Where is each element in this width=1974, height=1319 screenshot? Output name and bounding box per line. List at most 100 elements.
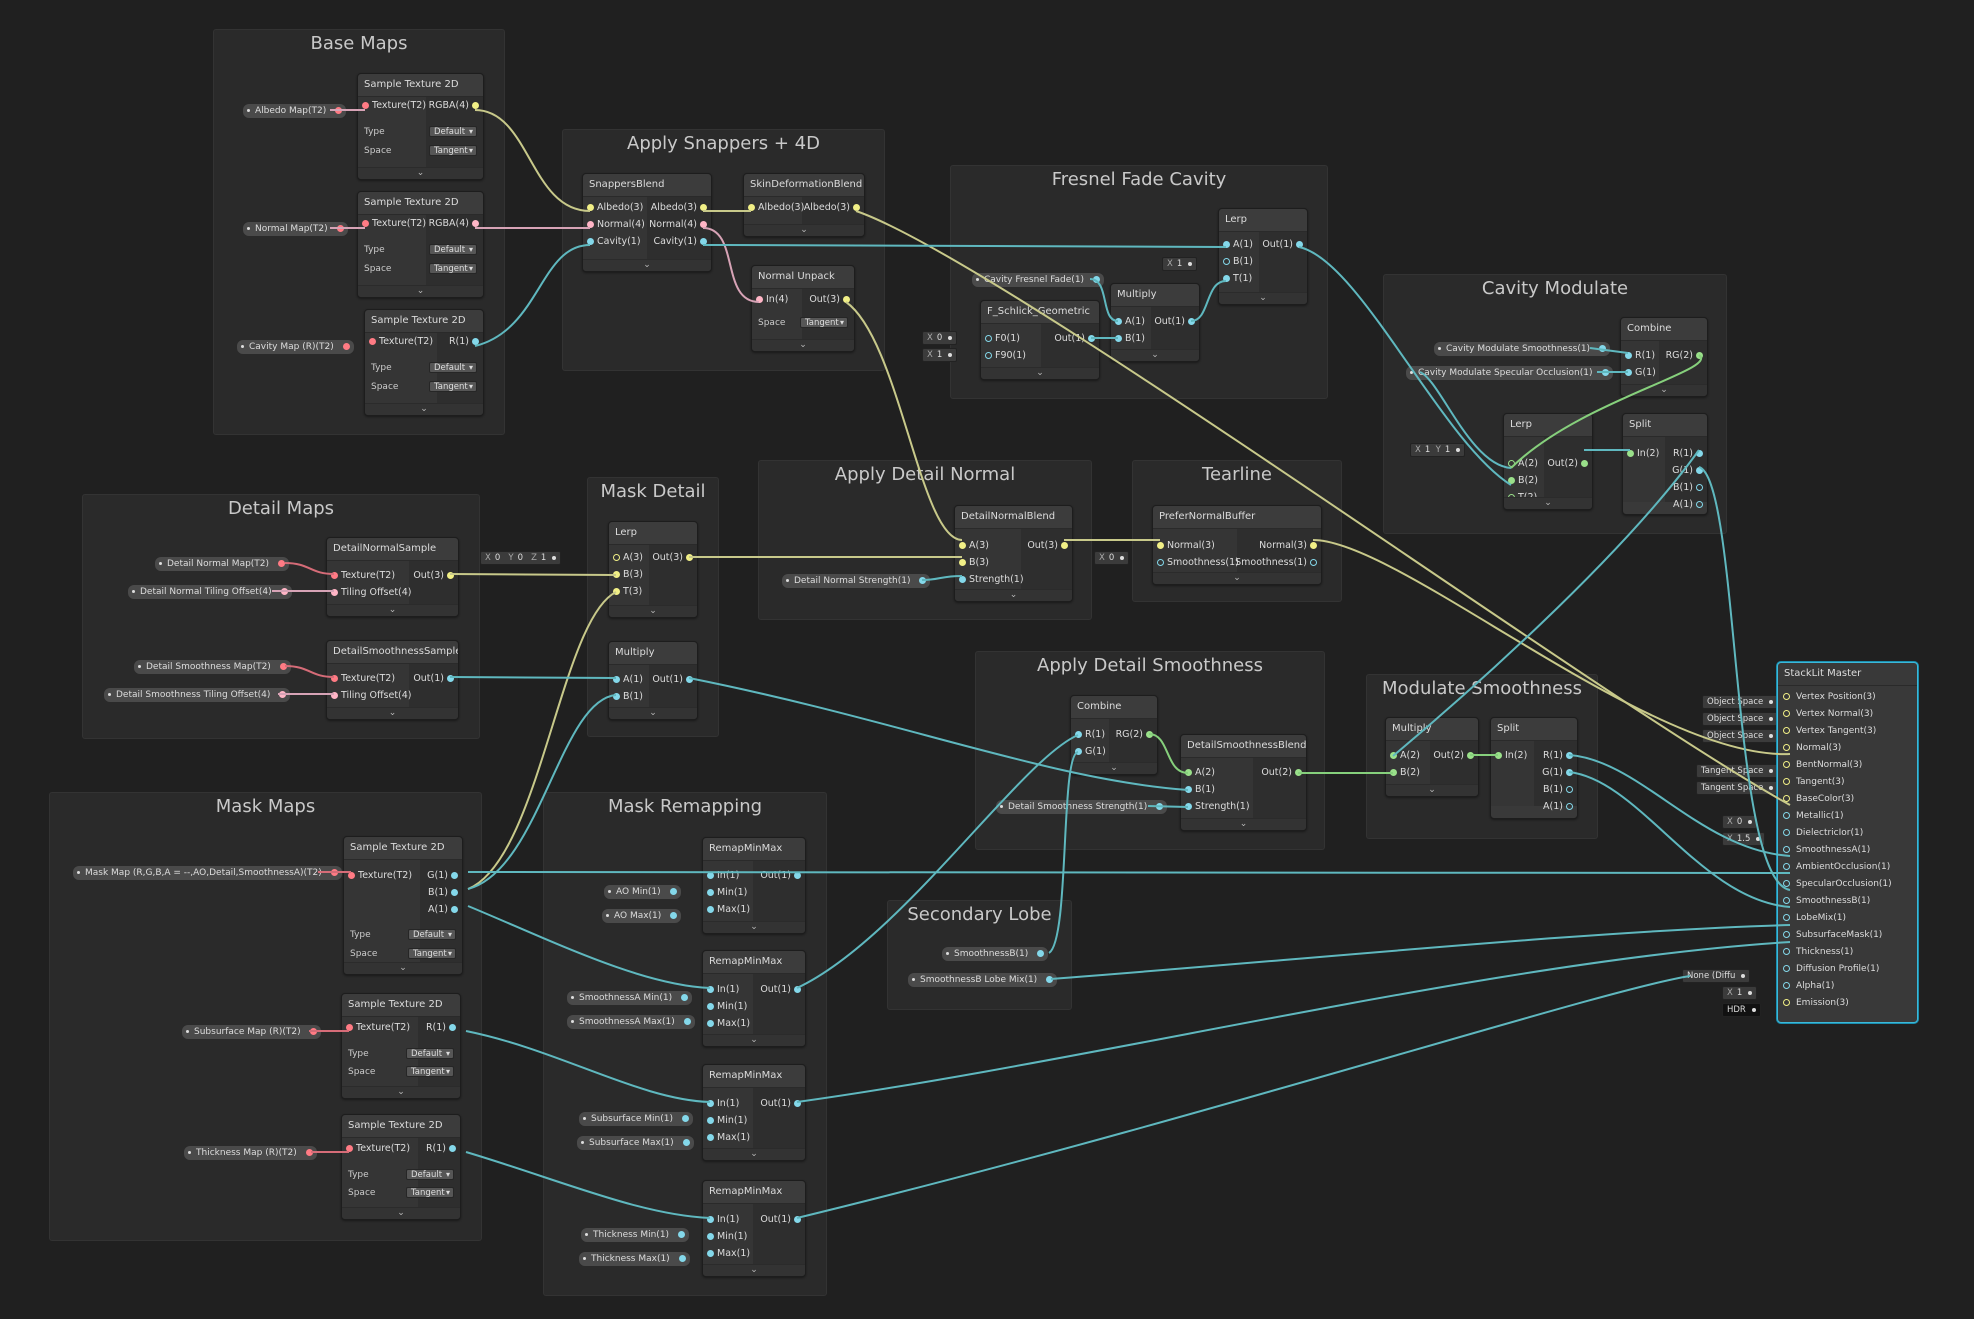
- port-out[interactable]: Out(1): [1154, 315, 1199, 329]
- collapse-chevron-icon[interactable]: ⌄: [583, 259, 711, 271]
- port-texture-in[interactable]: Texture(T2): [342, 1142, 410, 1156]
- port-max-in[interactable]: Max(1): [703, 903, 750, 917]
- master-port-diffusion-profile-1[interactable]: Diffusion Profile(1): [1778, 962, 1879, 976]
- port-texture-in[interactable]: Texture(T2): [358, 99, 426, 113]
- collapse-chevron-icon[interactable]: ⌄: [703, 1148, 805, 1160]
- port-out[interactable]: Out(1): [760, 869, 805, 883]
- port-a-out[interactable]: A(1): [1543, 800, 1577, 814]
- collapse-chevron-icon[interactable]: ⌄: [609, 605, 697, 617]
- detail-smoothness-tiling-property[interactable]: Detail Smoothness Tiling Offset(4): [103, 687, 292, 703]
- port-r-out[interactable]: R(1): [1543, 749, 1577, 763]
- remap-smoothness-a-node[interactable]: RemapMinMax In(1) Min(1) Max(1) Out(1) ⌄: [702, 950, 806, 1047]
- remap-thickness-node[interactable]: RemapMinMax In(1) Min(1) Max(1) Out(1) ⌄: [702, 1180, 806, 1277]
- port-albedo-in[interactable]: Albedo(3): [744, 201, 804, 215]
- space-dropdown[interactable]: Tangent: [429, 145, 477, 156]
- port-t-in[interactable]: T(3): [609, 585, 642, 599]
- port-b-in[interactable]: B(2): [1386, 766, 1420, 780]
- port-b-in[interactable]: B(3): [609, 568, 643, 582]
- port-r-out[interactable]: R(1): [1673, 447, 1707, 461]
- port-albedo-out[interactable]: Albedo(3): [804, 201, 864, 215]
- collapse-chevron-icon[interactable]: ⌄: [1504, 497, 1592, 509]
- collapse-chevron-icon[interactable]: ⌄: [1153, 572, 1321, 584]
- port-in[interactable]: In(1): [703, 1213, 739, 1227]
- collapse-chevron-icon[interactable]: ⌄: [703, 1264, 805, 1276]
- master-port-alpha-1[interactable]: Alpha(1): [1778, 979, 1834, 993]
- port-normal-out[interactable]: Normal(3): [1259, 539, 1321, 553]
- port-cavity-in[interactable]: Cavity(1): [583, 235, 641, 249]
- port-texture-in[interactable]: Texture(T2): [365, 335, 433, 349]
- thickness-max-property[interactable]: Thickness Max(1): [578, 1251, 691, 1267]
- subsurface-min-property[interactable]: Subsurface Min(1): [578, 1111, 694, 1127]
- split-cavity-node[interactable]: Split In(2) R(1) G(1) B(1) A(1): [1622, 413, 1708, 515]
- type-dropdown[interactable]: Default: [406, 1169, 454, 1180]
- port-b-out[interactable]: B(1): [1673, 481, 1707, 495]
- master-port-bentnormal-3[interactable]: BentNormal(3): [1778, 758, 1862, 772]
- sample-texture-albedo-node[interactable]: Sample Texture 2D Texture(T2) RGBA(4) Ty…: [357, 73, 484, 180]
- port-normal-out[interactable]: Normal(4): [649, 218, 711, 232]
- port-normal-in[interactable]: Normal(3): [1153, 539, 1215, 553]
- port-out[interactable]: Out(3): [1027, 539, 1072, 553]
- collapse-chevron-icon[interactable]: ⌄: [327, 707, 458, 719]
- port-normal-in[interactable]: Normal(4): [583, 218, 645, 232]
- port-g-out[interactable]: G(1): [427, 869, 462, 883]
- albedo-map-property[interactable]: Albedo Map(T2): [242, 103, 348, 119]
- master-port-vertex-normal-3[interactable]: Vertex Normal(3): [1778, 707, 1873, 721]
- space-dropdown[interactable]: Tangent: [429, 263, 477, 274]
- port-r-in[interactable]: R(1): [1621, 349, 1655, 363]
- port-a-in[interactable]: A(3): [609, 551, 643, 565]
- thickness-min-property[interactable]: Thickness Min(1): [580, 1227, 691, 1243]
- bent-normal-space-field[interactable]: Tangent Space: [1696, 764, 1779, 778]
- vertex-tangent-space-field[interactable]: Object Space: [1702, 729, 1779, 743]
- port-a-in[interactable]: A(1): [609, 673, 643, 687]
- port-out[interactable]: Out(1): [760, 983, 805, 997]
- vertex-normal-space-field[interactable]: Object Space: [1702, 712, 1779, 726]
- type-dropdown[interactable]: Default: [429, 126, 477, 137]
- port-rgba-out[interactable]: RGBA(4): [429, 99, 483, 113]
- port-g-in[interactable]: G(1): [1071, 745, 1106, 759]
- port-in[interactable]: In(1): [703, 1097, 739, 1111]
- cavity-modulate-specular-occlusion-property[interactable]: Cavity Modulate Specular Occlusion(1): [1405, 365, 1614, 381]
- port-smoothness-out[interactable]: Smoothness(1): [1235, 556, 1321, 570]
- port-max-in[interactable]: Max(1): [703, 1247, 750, 1261]
- remap-subsurface-node[interactable]: RemapMinMax In(1) Min(1) Max(1) Out(1) ⌄: [702, 1064, 806, 1161]
- smoothness-b-lobe-mix-property[interactable]: SmoothnessB Lobe Mix(1): [907, 972, 1059, 988]
- port-b-in[interactable]: B(3): [955, 556, 989, 570]
- sample-texture-mask-node[interactable]: Sample Texture 2D Texture(T2) G(1) B(1) …: [343, 836, 463, 975]
- port-g-in[interactable]: G(1): [1621, 366, 1656, 380]
- port-out[interactable]: Out(3): [809, 293, 854, 307]
- detail-normal-strength-property[interactable]: Detail Normal Strength(1): [781, 573, 932, 589]
- collapse-chevron-icon[interactable]: ⌄: [342, 1207, 460, 1219]
- collapse-chevron-icon[interactable]: ⌄: [365, 403, 483, 415]
- combine-detail-smoothness-node[interactable]: Combine R(1) G(1) RG(2) ⌄: [1070, 695, 1158, 775]
- multiply-detail-node[interactable]: Multiply A(1) B(1) Out(1) ⌄: [608, 641, 698, 720]
- mask-map-property[interactable]: Mask Map (R,G,B,A = --,AO,Detail,Smoothn…: [72, 865, 343, 881]
- type-dropdown[interactable]: Default: [406, 1048, 454, 1059]
- master-port-specularocclusion-1[interactable]: SpecularOcclusion(1): [1778, 877, 1892, 891]
- collapse-chevron-icon[interactable]: ⌄: [1071, 762, 1157, 774]
- port-r-out[interactable]: R(1): [449, 335, 483, 349]
- detail-normal-map-property[interactable]: Detail Normal Map(T2): [154, 556, 291, 572]
- space-dropdown[interactable]: Tangent: [800, 317, 848, 328]
- port-texture-in[interactable]: Texture(T2): [344, 869, 412, 883]
- port-in[interactable]: In(4): [752, 293, 788, 307]
- detail-normal-blend-node[interactable]: DetailNormalBlend A(3) B(3) Strength(1) …: [954, 505, 1073, 602]
- sample-texture-normal-node[interactable]: Sample Texture 2D Texture(T2) RGBA(4) Ty…: [357, 191, 484, 298]
- multiply-modulate-node[interactable]: Multiply A(2) B(2) Out(2) ⌄: [1385, 717, 1479, 797]
- port-b-in[interactable]: B(2): [1504, 474, 1538, 488]
- collapse-chevron-icon[interactable]: ⌄: [358, 167, 483, 179]
- collapse-chevron-icon[interactable]: ⌄: [344, 962, 462, 974]
- space-dropdown[interactable]: Tangent: [406, 1066, 454, 1077]
- port-out[interactable]: Out(2): [1433, 749, 1478, 763]
- master-port-normal-3[interactable]: Normal(3): [1778, 741, 1841, 755]
- port-max-in[interactable]: Max(1): [703, 1017, 750, 1031]
- stacklit-master-node[interactable]: StackLit Master Vertex Position(3)Vertex…: [1777, 662, 1918, 1023]
- port-smoothness-in[interactable]: Smoothness(1): [1153, 556, 1239, 570]
- master-port-metallic-1[interactable]: Metallic(1): [1778, 809, 1844, 823]
- port-tiling-in[interactable]: Tiling Offset(4): [327, 689, 412, 703]
